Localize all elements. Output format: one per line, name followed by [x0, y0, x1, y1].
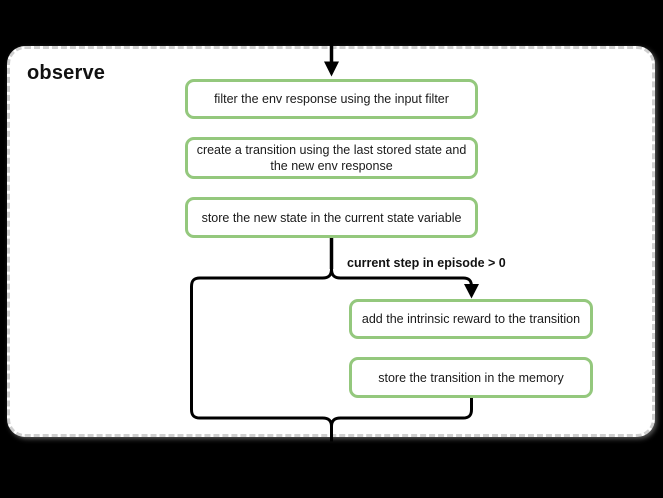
node-add-intrinsic-reward: add the intrinsic reward to the transiti… [349, 299, 593, 339]
group-title: observe [27, 62, 106, 84]
node-label: create a transition using the last store… [196, 143, 467, 173]
node-filter-env-response: filter the env response using the input … [185, 79, 478, 119]
node-label: store the transition in the memory [378, 370, 564, 385]
condition-label: current step in episode > 0 [347, 256, 506, 270]
node-store-new-state: store the new state in the current state… [185, 197, 478, 238]
node-label: filter the env response using the input … [214, 92, 449, 106]
node-label: add the intrinsic reward to the transiti… [361, 312, 581, 326]
node-store-transition: store the transition in the memory [349, 357, 593, 398]
node-create-transition: create a transition using the last store… [185, 137, 478, 179]
node-label: store the new state in the current state… [201, 210, 462, 225]
